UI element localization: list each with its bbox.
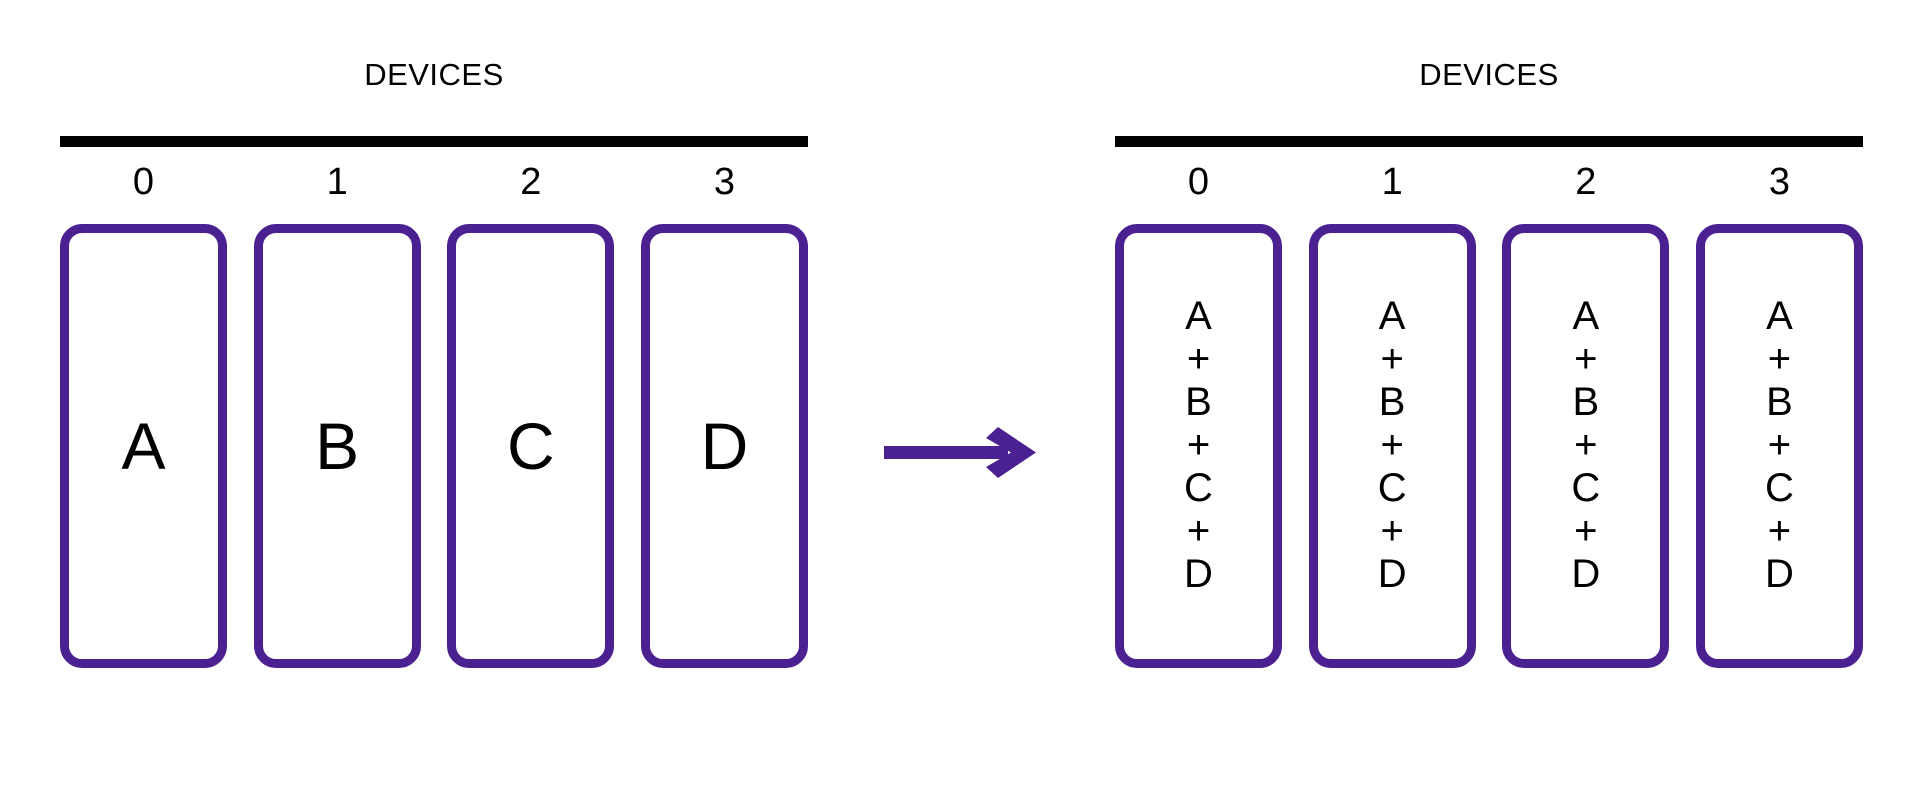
device-column-1-after: 1 A + B + C + D [1308,160,1476,668]
device-index-label: 0 [1187,161,1210,203]
panel-title-after: DEVICES [1419,57,1559,92]
stack-token: + [1767,508,1792,553]
device-index-label: 1 [1381,161,1403,203]
device-column-2-after: 2 A + B + C + D [1502,160,1670,668]
stack-token: D [1377,551,1407,596]
shard-letter: C [506,409,555,483]
device-index-label: 1 [326,161,348,203]
device-row-before: 0 A 1 B 2 C 3 D [60,160,808,668]
device-box-1-before[interactable]: B [253,224,421,668]
device-column-3-after: 3 A + B + C + D [1695,160,1863,668]
stack-token: A [1766,293,1793,338]
device-box-0-after[interactable]: A + B + C + D [1115,224,1282,668]
shard-stack: A + B + C + D [1765,293,1794,598]
device-index-label: 2 [1575,161,1597,203]
shard-stack: A + B + C + D [1571,293,1601,598]
shard-stack: A + B + C + D [1184,293,1213,598]
stack-token: + [1380,508,1404,553]
stack-token: B [1572,379,1600,424]
device-column-2-before: 2 C [447,160,615,668]
stack-token: B [1766,379,1793,424]
arrow-right-icon [880,425,1050,485]
stack-token: + [1186,336,1211,381]
stack-token: + [1767,422,1792,467]
panel-rule-after [1115,136,1863,147]
device-box-2-before[interactable]: C [447,224,615,668]
device-index-label: 3 [713,161,736,203]
stack-token: + [1574,508,1598,553]
stack-token: + [1380,422,1404,467]
stack-token: A [1185,293,1212,338]
stack-token: A [1572,293,1600,338]
device-box-3-before[interactable]: D [640,224,808,668]
stack-token: + [1767,336,1792,381]
device-box-1-after[interactable]: A + B + C + D [1308,224,1476,668]
stack-token: + [1574,336,1598,381]
stack-token: D [1765,551,1794,596]
shard-stack: A + B + C + D [1377,293,1407,598]
shard-letter: B [315,409,360,483]
device-column-1-before: 1 B [253,160,421,668]
stack-token: A [1378,293,1406,338]
device-box-0-before[interactable]: A [60,224,227,668]
device-index-label: 2 [520,161,542,203]
stack-token: B [1378,379,1406,424]
panel-rule-before [60,136,808,147]
stack-token: + [1574,422,1598,467]
device-box-3-after[interactable]: A + B + C + D [1695,224,1863,668]
device-column-0-after: 0 A + B + C + D [1115,160,1282,668]
stack-token: C [1377,465,1407,510]
device-index-label: 3 [1768,161,1791,203]
device-column-0-before: 0 A [60,160,227,668]
stack-token: + [1380,336,1404,381]
device-box-2-after[interactable]: A + B + C + D [1502,224,1670,668]
stack-token: B [1185,379,1212,424]
stack-token: D [1571,551,1601,596]
stack-token: + [1186,422,1211,467]
stack-token: C [1571,465,1601,510]
stack-token: D [1184,551,1213,596]
device-index-label: 0 [132,161,155,203]
stack-token: C [1184,465,1213,510]
device-row-after: 0 A + B + C + D 1 A [1115,160,1863,668]
shard-letter: D [700,409,749,483]
stack-token: C [1765,465,1794,510]
stack-token: + [1186,508,1211,553]
device-column-3-before: 3 D [640,160,808,668]
panel-title-before: DEVICES [364,57,504,92]
shard-letter: A [121,409,166,483]
